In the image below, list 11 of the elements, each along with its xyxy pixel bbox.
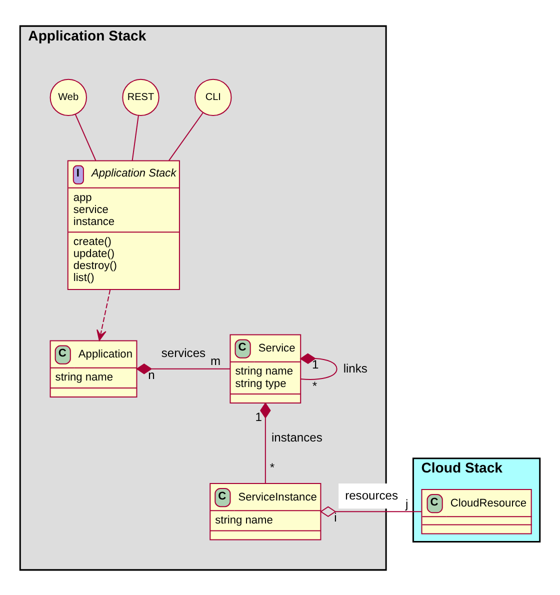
label: *	[312, 378, 318, 392]
edge-label: services	[161, 345, 206, 360]
label: *	[270, 460, 275, 474]
edge-label: links	[343, 360, 368, 375]
edge-label: instances	[271, 430, 322, 444]
label: n	[148, 367, 155, 382]
label: 1	[312, 356, 319, 371]
label: m	[210, 354, 221, 368]
label: j	[406, 496, 408, 510]
label: i	[334, 510, 337, 524]
label: 1	[255, 409, 262, 424]
